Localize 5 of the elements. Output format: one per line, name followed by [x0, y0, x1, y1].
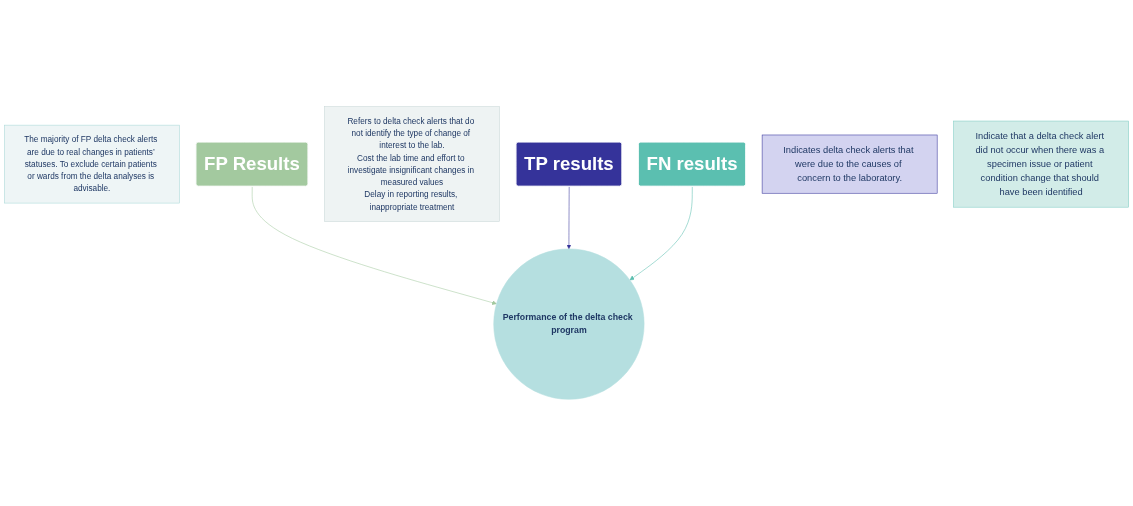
node-box: Indicates delta check alerts that were due to the causes of concern to the laboratory.: [761, 134, 938, 194]
node-box: The majority of FP delta check alerts are due to real changes in patients’ statuses. To exclude certain patients or wards from the delta analyses is advisable.: [4, 124, 180, 204]
node-box: Refers to delta check alerts that do not identify the type of change of interest to the lab. Cost the lab time and effort to investigate insignificant changes in measured values Delay in reporting results, inappropriate treatment: [324, 106, 500, 222]
node-box: Indicate that a delta check alert did not occur when there was a specimen issue or patient condition change that should have been identified: [953, 120, 1129, 208]
node-circle: Performance of the delta check program: [493, 248, 645, 400]
